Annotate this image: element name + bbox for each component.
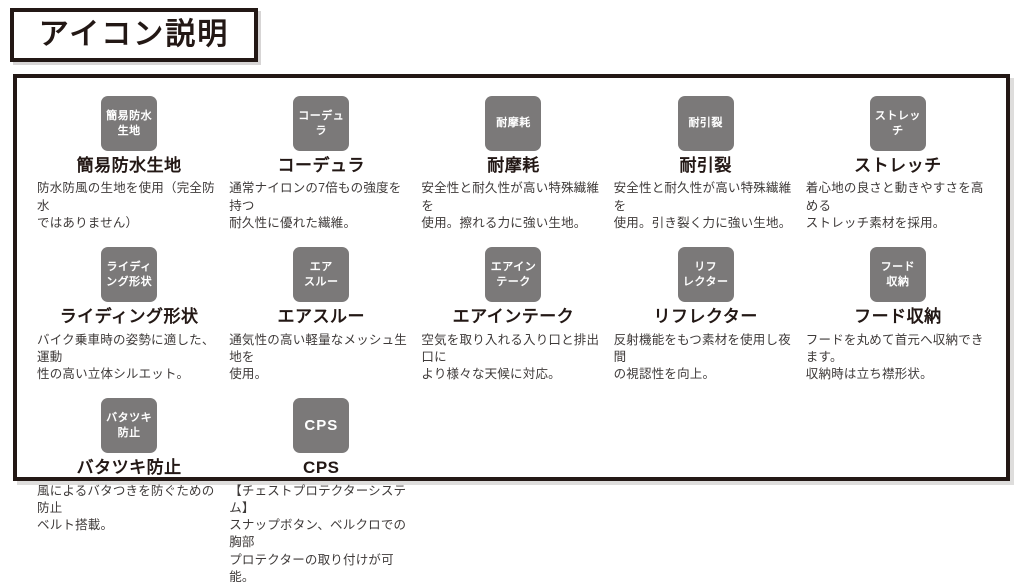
air-intake-description: 空気を取り入れる入り口と排出口に より様々な天候に対応。 bbox=[421, 332, 600, 382]
legend-item-reflector: リフ レクター リフレクター 反射機能をもつ素材を使用し夜間 の視認性を向上。 bbox=[614, 247, 798, 383]
tear-resistance-description: 安全性と耐久性が高い特殊繊維を 使用。引き裂く力に強い生地。 bbox=[613, 181, 792, 230]
cps-description: 【チェストプロテクターシステム】 スナップボタン、ベルクロでの胸部 プロテクター… bbox=[229, 483, 407, 584]
page-title: アイコン説明 bbox=[38, 18, 230, 51]
abrasion-resistance-description: 安全性と耐久性が高い特殊繊維を 使用。擦れる力に強い生地。 bbox=[421, 181, 600, 230]
legend-item-tear-resistance: 耐引裂 耐引裂 安全性と耐久性が高い特殊繊維を 使用。引き裂く力に強い生地。 bbox=[614, 96, 798, 232]
simple-waterproof-fabric-icon: 簡易防水 生地 bbox=[101, 96, 158, 151]
flap-prevention-icon: バタツキ 防止 bbox=[101, 398, 158, 454]
stretch-icon: ストレッチ bbox=[869, 96, 926, 151]
abrasion-resistance-icon: 耐摩耗 bbox=[485, 96, 542, 151]
flap-prevention-title: バタツキ防止 bbox=[76, 458, 182, 478]
legend-item-flap-prevention: バタツキ 防止 バタツキ防止 風によるバタつきを防ぐための防止 ベルト搭載。 bbox=[37, 398, 221, 534]
reflector-title: リフレクター bbox=[653, 307, 758, 327]
legend-item-riding-form: ライディ ング形状 ライディング形状 バイク乗車時の姿勢に適した、運動 性の高い… bbox=[37, 247, 221, 383]
air-intake-title: エアインテーク bbox=[452, 307, 575, 327]
reflector-icon: リフ レクター bbox=[677, 247, 734, 303]
icon-legend-grid: 簡易防水 生地 簡易防水生地 防水防風の生地を使用（完全防水 ではありません） … bbox=[17, 78, 1006, 586]
legend-item-abrasion-resistance: 耐摩耗 耐摩耗 安全性と耐久性が高い特殊繊維を 使用。擦れる力に強い生地。 bbox=[421, 96, 605, 232]
air-through-icon: エア スルー bbox=[293, 247, 350, 303]
hood-storage-description: フードを丸めて首元へ収納できます。 収納時は立ち襟形状。 bbox=[805, 332, 984, 382]
riding-form-icon: ライディ ング形状 bbox=[101, 247, 158, 303]
icon-legend-header-box: アイコン説明 bbox=[10, 8, 258, 62]
air-through-title: エアスルー bbox=[277, 307, 366, 327]
air-intake-icon: エアイン テーク bbox=[485, 247, 542, 303]
flap-prevention-description: 風によるバタつきを防ぐための防止 ベルト搭載。 bbox=[37, 483, 215, 533]
legend-item-cordura: コーデュラ コーデュラ 通常ナイロンの7倍もの強度を持つ 耐久性に優れた繊維。 bbox=[229, 96, 413, 232]
simple-waterproof-fabric-description: 防水防風の生地を使用（完全防水 ではありません） bbox=[37, 181, 215, 230]
reflector-description: 反射機能をもつ素材を使用し夜間 の視認性を向上。 bbox=[613, 332, 791, 382]
icon-legend-panel: 簡易防水 生地 簡易防水生地 防水防風の生地を使用（完全防水 ではありません） … bbox=[13, 74, 1010, 584]
legend-item-stretch: ストレッチ ストレッチ 着心地の良さと動きやすさを高める ストレッチ素材を採用。 bbox=[806, 96, 990, 232]
legend-item-cps: CPS CPS 【チェストプロテクターシステム】 スナップボタン、ベルクロでの胸… bbox=[229, 398, 413, 586]
stretch-description: 着心地の良さと動きやすさを高める ストレッチ素材を採用。 bbox=[805, 181, 984, 230]
hood-storage-title: フード収納 bbox=[854, 307, 942, 327]
cordura-description: 通常ナイロンの7倍もの強度を持つ 耐久性に優れた繊維。 bbox=[229, 181, 402, 230]
riding-form-title: ライディング形状 bbox=[59, 307, 199, 327]
legend-item-air-through: エア スルー エアスルー 通気性の高い軽量なメッシュ生地を 使用。 bbox=[229, 247, 413, 383]
legend-item-air-intake: エアイン テーク エアインテーク 空気を取り入れる入り口と排出口に より様々な天… bbox=[421, 247, 605, 383]
simple-waterproof-fabric-title: 簡易防水生地 bbox=[76, 156, 182, 175]
tear-resistance-title: 耐引裂 bbox=[679, 156, 732, 175]
abrasion-resistance-title: 耐摩耗 bbox=[487, 156, 540, 175]
air-through-description: 通気性の高い軽量なメッシュ生地を 使用。 bbox=[229, 332, 407, 382]
cps-icon: CPS bbox=[293, 398, 350, 454]
legend-item-hood-storage: フード 収納 フード収納 フードを丸めて首元へ収納できます。 収納時は立ち襟形状… bbox=[806, 247, 990, 383]
legend-item-simple-waterproof-fabric: 簡易防水 生地 簡易防水生地 防水防風の生地を使用（完全防水 ではありません） bbox=[37, 96, 221, 232]
cordura-icon: コーデュラ bbox=[293, 96, 350, 151]
riding-form-description: バイク乗車時の姿勢に適した、運動 性の高い立体シルエット。 bbox=[37, 332, 215, 382]
cordura-title: コーデュラ bbox=[277, 156, 366, 175]
stretch-title: ストレッチ bbox=[854, 156, 942, 175]
hood-storage-icon: フード 収納 bbox=[869, 247, 926, 303]
cps-title: CPS bbox=[303, 458, 340, 478]
tear-resistance-icon: 耐引裂 bbox=[677, 96, 734, 151]
